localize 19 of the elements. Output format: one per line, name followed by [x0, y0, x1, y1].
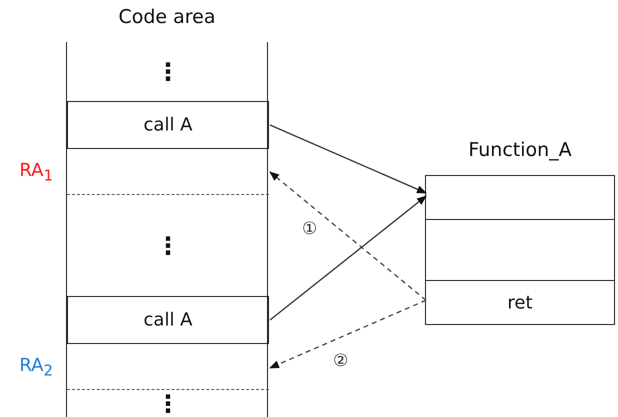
ellipsis-mark: ⋮ — [155, 232, 181, 260]
empty-memory-cell — [425, 220, 615, 280]
address-label: RA$_{1}$ — [19, 160, 53, 185]
empty-memory-cell — [425, 175, 615, 220]
return-arrow — [269, 300, 426, 369]
column-heading: Function_A — [467, 139, 573, 161]
instruction-text: call A — [142, 310, 194, 330]
memory-cell — [425, 280, 615, 325]
address-label: RA$_{2}$ — [19, 355, 53, 380]
call-arrow — [270, 196, 427, 320]
instruction-text: call A — [142, 114, 194, 136]
memory-cell — [67, 101, 269, 149]
return-arrow — [269, 171, 426, 301]
instruction-text: ret — [506, 292, 534, 313]
ellipsis-mark: ⋮ — [155, 58, 181, 86]
column-heading: Code area — [117, 6, 217, 28]
memory-cell — [67, 296, 269, 344]
ellipsis-mark: ⋮ — [155, 390, 181, 417]
call-arrow — [270, 124, 427, 194]
